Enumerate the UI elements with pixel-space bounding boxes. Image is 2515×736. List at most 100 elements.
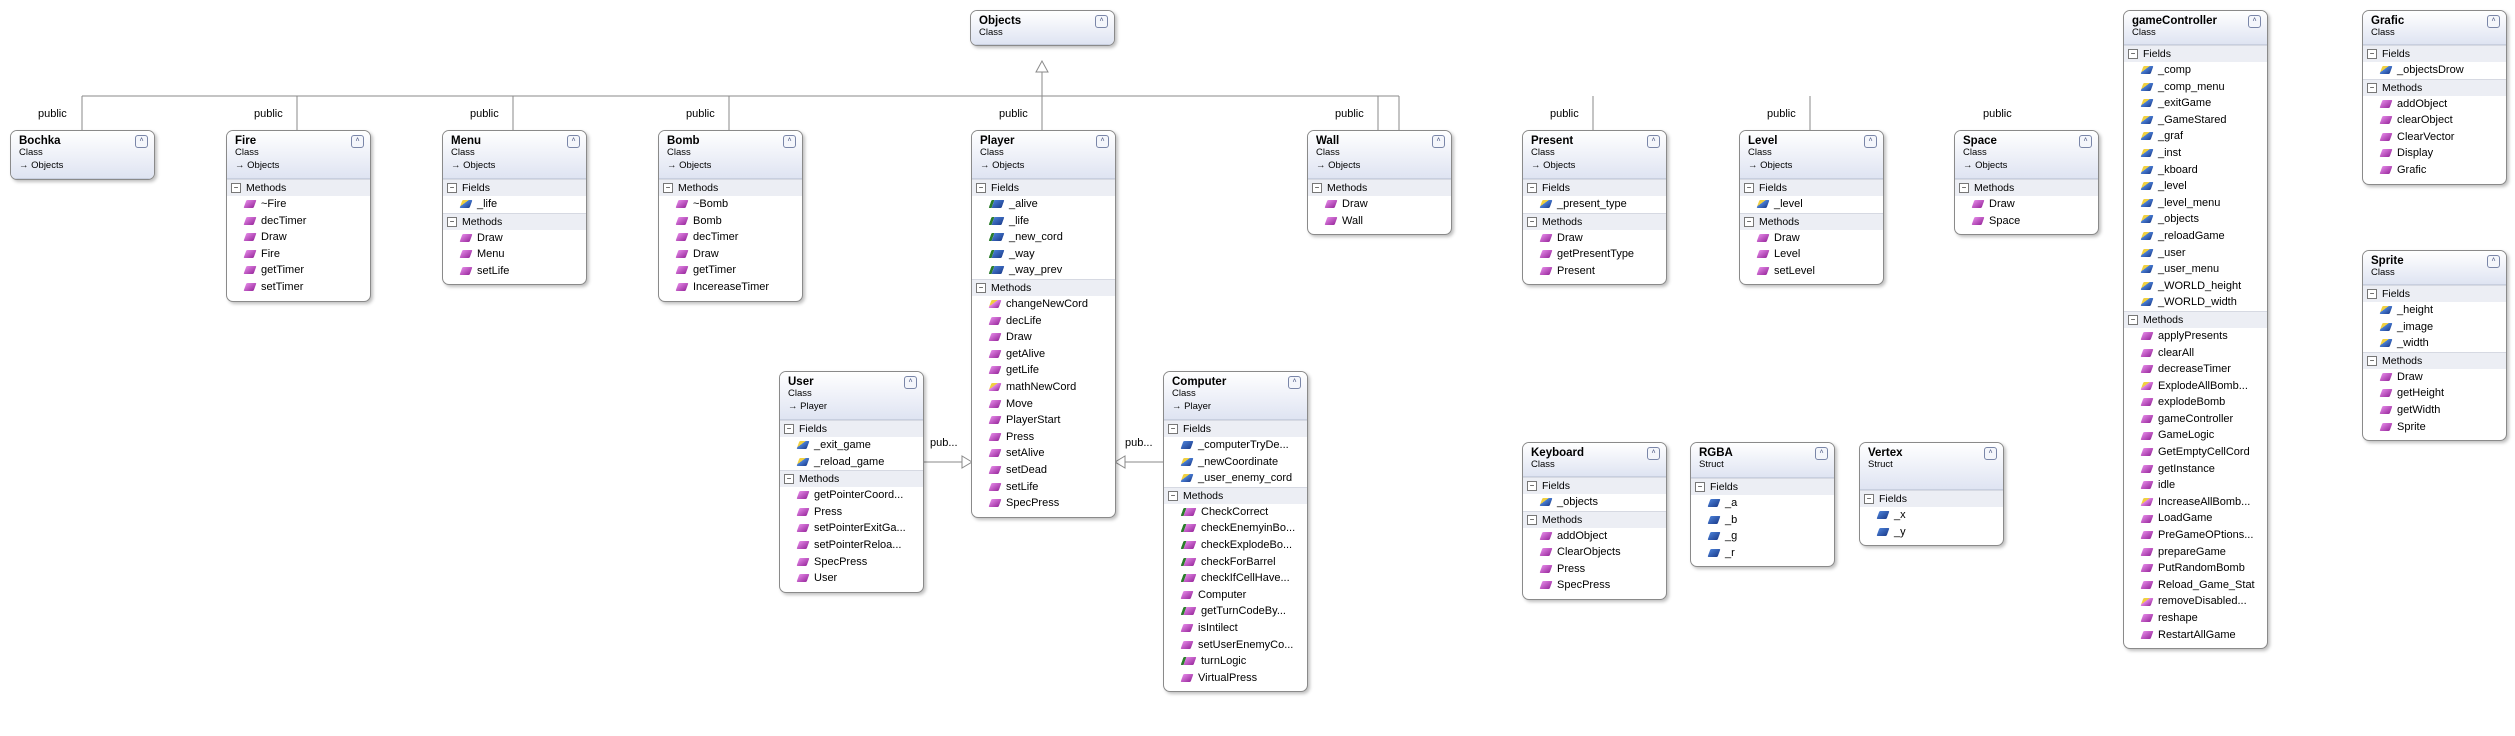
- field-row[interactable]: _computerTryDe...: [1164, 437, 1307, 454]
- section-header[interactable]: −Fields: [1860, 490, 2003, 507]
- section-header[interactable]: −Fields: [972, 179, 1115, 196]
- field-row[interactable]: _level_menu: [2124, 195, 2267, 212]
- collapse-toggle-icon[interactable]: ˄: [2248, 15, 2261, 28]
- method-row[interactable]: idle: [2124, 477, 2267, 494]
- collapse-section-icon[interactable]: −: [447, 183, 457, 194]
- field-row[interactable]: _height: [2363, 302, 2506, 319]
- method-row[interactable]: decTimer: [659, 229, 802, 246]
- method-row[interactable]: setDead: [972, 462, 1115, 479]
- section-header[interactable]: −Methods: [780, 470, 923, 488]
- collapse-toggle-icon[interactable]: ˄: [2487, 255, 2500, 268]
- method-row[interactable]: Press: [1523, 561, 1666, 578]
- collapse-section-icon[interactable]: −: [976, 283, 986, 294]
- section-header[interactable]: −Fields: [1740, 179, 1883, 196]
- method-row[interactable]: setTimer: [227, 279, 370, 296]
- method-row[interactable]: decLife: [972, 313, 1115, 330]
- section-header[interactable]: −Methods: [443, 212, 586, 230]
- collapse-toggle-icon[interactable]: ˄: [2079, 135, 2092, 148]
- collapse-toggle-icon[interactable]: ˄: [135, 135, 148, 148]
- method-row[interactable]: Draw: [1955, 196, 2098, 213]
- method-row[interactable]: getTurnCodeBy...: [1164, 603, 1307, 620]
- field-row[interactable]: _comp_menu: [2124, 79, 2267, 96]
- collapse-section-icon[interactable]: −: [1744, 183, 1754, 194]
- field-row[interactable]: _WORLD_width: [2124, 294, 2267, 311]
- section-header[interactable]: −Methods: [1523, 510, 1666, 528]
- field-row[interactable]: _way_prev: [972, 262, 1115, 279]
- method-row[interactable]: ClearVector: [2363, 129, 2506, 146]
- method-row[interactable]: checkExplodeBo...: [1164, 537, 1307, 554]
- method-row[interactable]: addObject: [1523, 528, 1666, 545]
- method-row[interactable]: isIntilect: [1164, 620, 1307, 637]
- field-row[interactable]: _exitGame: [2124, 95, 2267, 112]
- method-row[interactable]: User: [780, 570, 923, 587]
- collapse-section-icon[interactable]: −: [1527, 514, 1537, 525]
- method-row[interactable]: getInstance: [2124, 461, 2267, 478]
- method-row[interactable]: IncreaseAllBomb...: [2124, 494, 2267, 511]
- method-row[interactable]: getTimer: [227, 262, 370, 279]
- method-row[interactable]: RestartAllGame: [2124, 627, 2267, 644]
- collapse-toggle-icon[interactable]: ˄: [1984, 447, 1997, 460]
- field-row[interactable]: _comp: [2124, 62, 2267, 79]
- method-row[interactable]: Draw: [227, 229, 370, 246]
- method-row[interactable]: Move: [972, 396, 1115, 413]
- method-row[interactable]: setPointerReloa...: [780, 537, 923, 554]
- field-row[interactable]: _graf: [2124, 128, 2267, 145]
- section-header[interactable]: −Methods: [1740, 212, 1883, 230]
- collapse-section-icon[interactable]: −: [1527, 183, 1537, 194]
- method-row[interactable]: removeDisabled...: [2124, 593, 2267, 610]
- method-row[interactable]: Menu: [443, 246, 586, 263]
- method-row[interactable]: Reload_Game_Stat: [2124, 577, 2267, 594]
- collapse-section-icon[interactable]: −: [1527, 481, 1537, 492]
- method-row[interactable]: getPresentType: [1523, 246, 1666, 263]
- collapse-section-icon[interactable]: −: [1168, 424, 1178, 435]
- collapse-toggle-icon[interactable]: ˄: [1647, 447, 1660, 460]
- method-row[interactable]: Draw: [659, 246, 802, 263]
- field-row[interactable]: _kboard: [2124, 162, 2267, 179]
- collapse-section-icon[interactable]: −: [1744, 216, 1754, 227]
- method-row[interactable]: SpecPress: [972, 495, 1115, 512]
- method-row[interactable]: Space: [1955, 213, 2098, 230]
- method-row[interactable]: setPointerExitGa...: [780, 520, 923, 537]
- field-row[interactable]: _objects: [1523, 494, 1666, 511]
- method-row[interactable]: ~Bomb: [659, 196, 802, 213]
- method-row[interactable]: setLevel: [1740, 263, 1883, 280]
- section-header[interactable]: −Fields: [2363, 45, 2506, 62]
- field-row[interactable]: _width: [2363, 335, 2506, 352]
- field-row[interactable]: _x: [1860, 507, 2003, 524]
- method-row[interactable]: mathNewCord: [972, 379, 1115, 396]
- collapse-section-icon[interactable]: −: [2367, 82, 2377, 93]
- field-row[interactable]: _objectsDrow: [2363, 62, 2506, 79]
- field-row[interactable]: _image: [2363, 319, 2506, 336]
- method-row[interactable]: setLife: [972, 479, 1115, 496]
- method-row[interactable]: clearAll: [2124, 345, 2267, 362]
- field-row[interactable]: _WORLD_height: [2124, 278, 2267, 295]
- method-row[interactable]: prepareGame: [2124, 544, 2267, 561]
- field-row[interactable]: _inst: [2124, 145, 2267, 162]
- field-row[interactable]: _reload_game: [780, 454, 923, 471]
- section-header[interactable]: −Methods: [1308, 179, 1451, 196]
- method-row[interactable]: ExplodeAllBomb...: [2124, 378, 2267, 395]
- field-row[interactable]: _new_cord: [972, 229, 1115, 246]
- collapse-section-icon[interactable]: −: [663, 183, 673, 194]
- collapse-section-icon[interactable]: −: [1864, 494, 1874, 505]
- collapse-toggle-icon[interactable]: ˄: [783, 135, 796, 148]
- method-row[interactable]: addObject: [2363, 96, 2506, 113]
- method-row[interactable]: setUserEnemyCo...: [1164, 637, 1307, 654]
- method-row[interactable]: Present: [1523, 263, 1666, 280]
- collapse-toggle-icon[interactable]: ˄: [1432, 135, 1445, 148]
- method-row[interactable]: clearObject: [2363, 112, 2506, 129]
- field-row[interactable]: _a: [1691, 495, 1834, 512]
